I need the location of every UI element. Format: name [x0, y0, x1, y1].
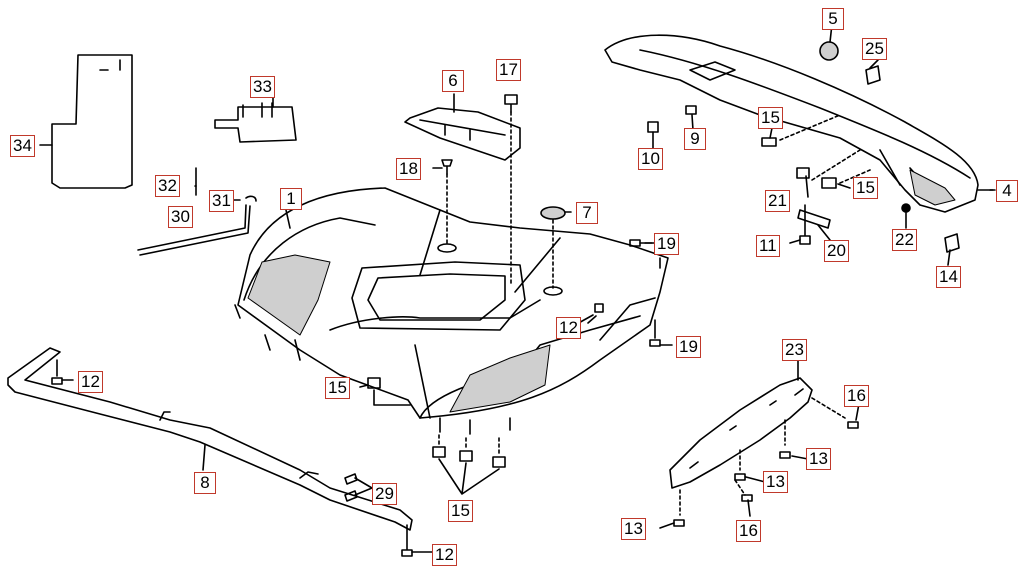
part-23-side-guard	[669, 377, 813, 489]
part-4-rear-bumper	[604, 34, 979, 213]
callout-8: 8	[194, 472, 216, 494]
part-13-screw-1	[779, 451, 791, 459]
callout-19-upper: 19	[654, 233, 679, 255]
callout-12-bottom: 12	[432, 544, 457, 566]
part-13-screw-2	[734, 473, 746, 481]
callout-31: 31	[209, 190, 234, 212]
callout-16-upper: 16	[844, 385, 869, 407]
callout-12-center: 12	[556, 317, 581, 339]
part-19-screw-lower	[649, 319, 661, 347]
part-15-clip-2	[459, 450, 473, 462]
part-10-nut	[647, 121, 659, 133]
part-12-screw-left	[51, 359, 63, 385]
callout-23: 23	[782, 339, 807, 361]
part-8-long-bracket	[7, 347, 413, 531]
callout-13-middle: 13	[763, 471, 788, 493]
callout-19-lower: 19	[676, 336, 701, 358]
part-13-screw-3	[673, 519, 685, 527]
part-16-screw-1	[847, 421, 859, 429]
part-15-clip-1	[432, 446, 446, 458]
part-15-clip-3	[492, 456, 506, 468]
callout-9: 9	[684, 128, 706, 150]
callout-30: 30	[168, 206, 193, 228]
callout-1: 1	[280, 188, 302, 210]
part-14-clip	[944, 233, 960, 253]
callout-20: 20	[824, 240, 849, 262]
part-19-screw-upper	[629, 239, 641, 247]
part-18-screw	[441, 159, 453, 175]
part-5-grommet	[819, 41, 839, 61]
callout-29: 29	[372, 483, 397, 505]
callout-15-fender-bottom: 15	[448, 500, 473, 522]
callout-15-bumper-1: 15	[758, 107, 783, 129]
callout-11: 11	[756, 235, 780, 257]
part-9-washer	[685, 105, 697, 115]
callout-13-lower: 13	[621, 518, 646, 540]
part-21-nut	[796, 167, 810, 179]
part-34-mud-plate	[51, 54, 133, 189]
callout-18: 18	[396, 158, 421, 180]
callout-4: 4	[996, 180, 1018, 202]
callout-13-upper: 13	[806, 448, 831, 470]
callout-25: 25	[862, 38, 887, 60]
part-6-panel	[404, 107, 521, 161]
callout-6: 6	[442, 70, 464, 92]
callout-32: 32	[155, 175, 180, 197]
part-1-rear-fender	[237, 187, 669, 419]
callout-22: 22	[892, 229, 917, 251]
part-33-bracket	[214, 106, 297, 143]
part-31-clip	[245, 195, 257, 202]
callout-21: 21	[765, 190, 790, 212]
part-12-screw-center	[594, 303, 604, 313]
callout-15-fender-side: 15	[325, 377, 350, 399]
callout-16-lower: 16	[736, 520, 761, 542]
callout-34: 34	[10, 135, 35, 157]
callout-12-left: 12	[78, 371, 103, 393]
callout-10: 10	[638, 148, 663, 170]
part-16-screw-2	[741, 494, 753, 502]
part-17-bolt	[504, 94, 518, 113]
part-7-cap	[540, 206, 566, 220]
part-15-clip-bumper-1	[761, 137, 777, 147]
part-15-clip-bumper-2	[821, 177, 837, 189]
part-20-plate	[797, 209, 831, 229]
part-25-clip	[865, 65, 881, 85]
callout-17: 17	[496, 59, 521, 81]
callout-33: 33	[250, 76, 275, 98]
part-22-screw	[901, 203, 911, 213]
callout-15-bumper-2: 15	[853, 177, 878, 199]
callout-14: 14	[936, 266, 961, 288]
part-11-bolt	[799, 204, 811, 245]
part-30-rod	[137, 204, 251, 256]
callout-5: 5	[822, 8, 844, 30]
callout-7: 7	[576, 202, 598, 224]
